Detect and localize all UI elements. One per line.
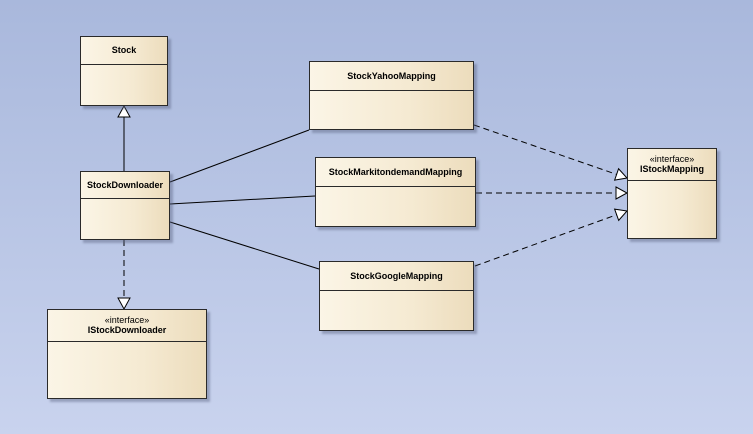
class-header: StockMarkitondemandMapping xyxy=(316,158,475,187)
realization-yahoo-to-istockmapping[interactable] xyxy=(473,124,628,181)
class-stock[interactable]: Stock xyxy=(80,36,168,106)
class-stockmarkitondemandmapping[interactable]: StockMarkitondemandMapping xyxy=(315,157,476,227)
class-name: Stock xyxy=(111,45,137,55)
class-stockyahoomapping[interactable]: StockYahooMapping xyxy=(309,61,474,130)
class-header: «interface» IStockDownloader xyxy=(48,310,206,342)
association-stockdownloader-markit[interactable] xyxy=(169,195,316,205)
interface-stereotype: «interface» xyxy=(104,315,150,325)
interface-istockdownloader[interactable]: «interface» IStockDownloader xyxy=(47,309,207,399)
class-name: StockMarkitondemandMapping xyxy=(328,166,463,177)
class-name: StockYahooMapping xyxy=(347,70,436,81)
interface-stereotype: «interface» xyxy=(649,154,695,164)
class-header: StockGoogleMapping xyxy=(320,262,473,291)
class-stockdownloader[interactable]: StockDownloader xyxy=(80,171,170,240)
class-stockgooglemapping[interactable]: StockGoogleMapping xyxy=(319,261,474,331)
association-stockdownloader-yahoo[interactable] xyxy=(169,129,310,183)
class-header: Stock xyxy=(81,37,167,65)
class-header: StockDownloader xyxy=(81,172,169,199)
class-name: StockDownloader xyxy=(86,179,163,190)
class-name: IStockMapping xyxy=(639,164,704,174)
realization-google-to-istockmapping[interactable] xyxy=(474,208,628,267)
class-name: StockGoogleMapping xyxy=(350,270,443,281)
interface-istockmapping[interactable]: «interface» IStockMapping xyxy=(627,148,717,239)
class-header: «interface» IStockMapping xyxy=(628,149,716,181)
association-stockdownloader-google[interactable] xyxy=(169,221,320,270)
class-name: IStockDownloader xyxy=(87,325,167,335)
class-header: StockYahooMapping xyxy=(310,62,473,91)
